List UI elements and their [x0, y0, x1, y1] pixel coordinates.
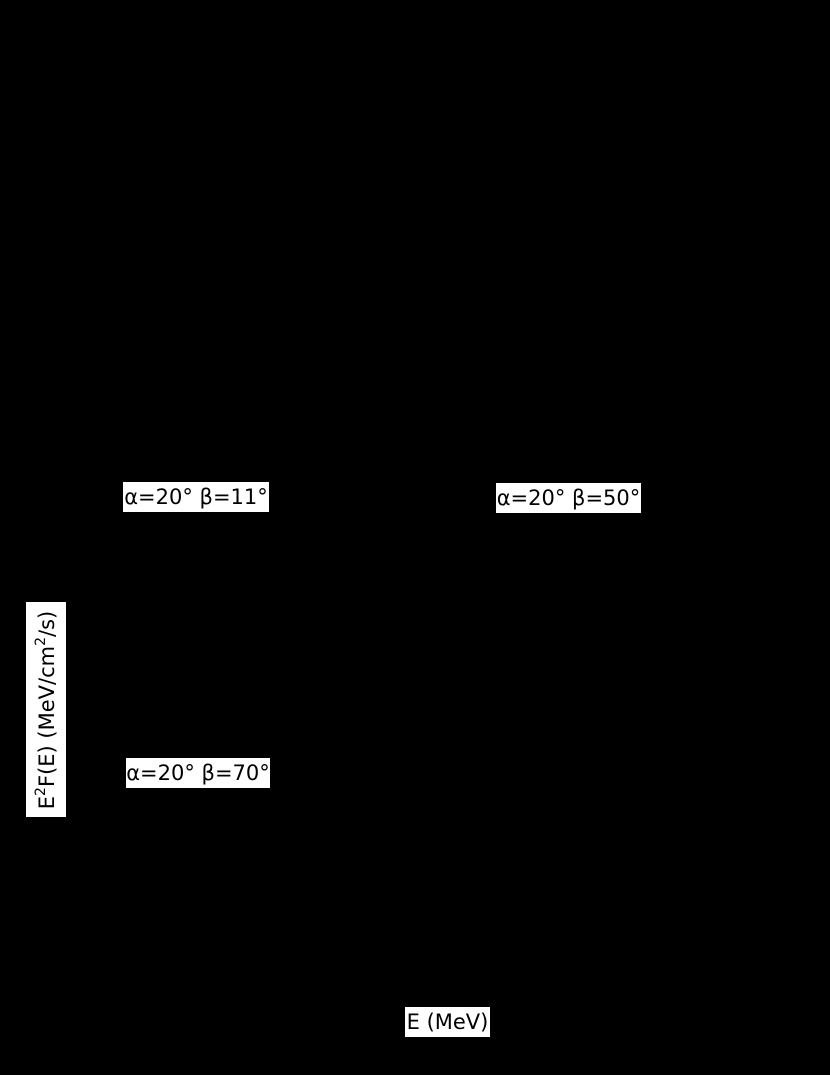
y-axis-label-box: E2F(E) (MeV/cm2/s): [26, 602, 66, 817]
ylabel-part: E: [35, 795, 59, 809]
y-axis-label: E2F(E) (MeV/cm2/s): [33, 610, 59, 809]
ylabel-part: /s): [35, 610, 59, 637]
annotation-text: α=20° β=11°: [124, 484, 268, 509]
annotation-text: α=20° β=70°: [126, 760, 270, 785]
x-axis-label: E (MeV): [405, 1007, 490, 1037]
ylabel-superscript: 2: [33, 636, 49, 646]
panel-annotation-beta-50: α=20° β=50°: [496, 483, 641, 513]
x-axis-label-text: E (MeV): [406, 1009, 489, 1034]
annotation-text: α=20° β=50°: [496, 485, 641, 510]
panel-annotation-beta-70: α=20° β=70°: [126, 758, 270, 788]
ylabel-superscript: 2: [33, 786, 49, 796]
panel-annotation-beta-11: α=20° β=11°: [123, 482, 269, 512]
ylabel-part: F(E) (MeV/cm: [35, 645, 59, 787]
